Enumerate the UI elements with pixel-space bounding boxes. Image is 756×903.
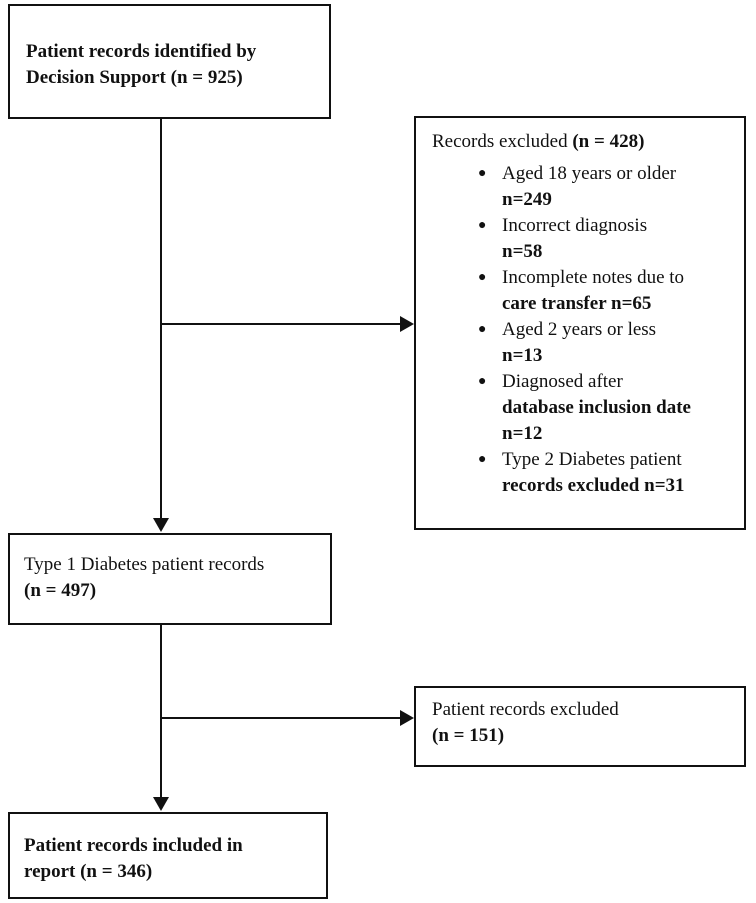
exclusion-count: n=13 — [502, 345, 543, 366]
list-item: ● Aged 18 years or older n=249 — [432, 161, 744, 213]
bullet-icon: ● — [478, 452, 487, 467]
exclusion-count: n=12 — [502, 423, 543, 444]
type1-line-2: (n = 497) — [24, 580, 97, 601]
exclusion-count: records excluded n=31 — [502, 475, 685, 496]
arrow-to-excluded-2 — [400, 710, 414, 726]
connector-branch-1 — [161, 323, 401, 325]
exclusion-list: ● Aged 18 years or older n=249 ● Incorre… — [432, 161, 744, 499]
list-item: ● Aged 2 years or less n=13 — [432, 317, 744, 369]
list-item: ● Incorrect diagnosis n=58 — [432, 213, 744, 265]
box-records-excluded: Records excluded (n = 428) ● Aged 18 yea… — [414, 116, 746, 530]
exclusion-reason-cont: database inclusion date — [502, 397, 691, 418]
box-type1-records: Type 1 Diabetes patient records (n = 497… — [8, 533, 332, 625]
identified-line-2: Decision Support (n = 925) — [26, 67, 243, 88]
excluded-title: Records excluded (n = 428) — [432, 129, 744, 155]
exclusion-reason: Aged 2 years or less — [502, 319, 657, 340]
arrow-to-included — [153, 797, 169, 811]
included-line-2: report (n = 346) — [24, 861, 153, 882]
excluded-title-text: Records excluded — [432, 131, 573, 152]
arrow-to-excluded-1 — [400, 316, 414, 332]
bullet-icon: ● — [478, 270, 487, 285]
excluded2-line-1: Patient records excluded — [432, 699, 619, 720]
bullet-icon: ● — [478, 322, 487, 337]
box-records-included: Patient records included in report (n = … — [8, 812, 328, 899]
exclusion-count: n=58 — [502, 241, 543, 262]
box-records-identified: Patient records identified by Decision S… — [8, 4, 331, 119]
excluded2-line-2: (n = 151) — [432, 725, 505, 746]
box-patient-records-excluded: Patient records excluded (n = 151) — [414, 686, 746, 767]
arrow-to-type1 — [153, 518, 169, 532]
type1-line-1: Type 1 Diabetes patient records — [24, 554, 265, 575]
exclusion-reason: Aged 18 years or older — [502, 163, 677, 184]
bullet-icon: ● — [478, 218, 487, 233]
bullet-icon: ● — [478, 166, 487, 181]
excluded-title-count: (n = 428) — [572, 131, 645, 152]
exclusion-reason: Incomplete notes due to — [502, 267, 685, 288]
included-line-1: Patient records included in — [24, 835, 243, 856]
connector-branch-2 — [161, 717, 401, 719]
exclusion-count: n=249 — [502, 189, 552, 210]
identified-line-1: Patient records identified by — [26, 41, 257, 62]
exclusion-reason: Type 2 Diabetes patient — [502, 449, 682, 470]
connector-main-top — [160, 119, 162, 519]
bullet-icon: ● — [478, 374, 487, 389]
exclusion-reason: Incorrect diagnosis — [502, 215, 648, 236]
exclusion-reason: Diagnosed after — [502, 371, 623, 392]
list-item: ● Diagnosed after database inclusion dat… — [432, 369, 744, 447]
connector-main-bottom — [160, 625, 162, 798]
exclusion-count: care transfer n=65 — [502, 293, 652, 314]
list-item: ● Incomplete notes due to care transfer … — [432, 265, 744, 317]
list-item: ● Type 2 Diabetes patient records exclud… — [432, 447, 744, 499]
